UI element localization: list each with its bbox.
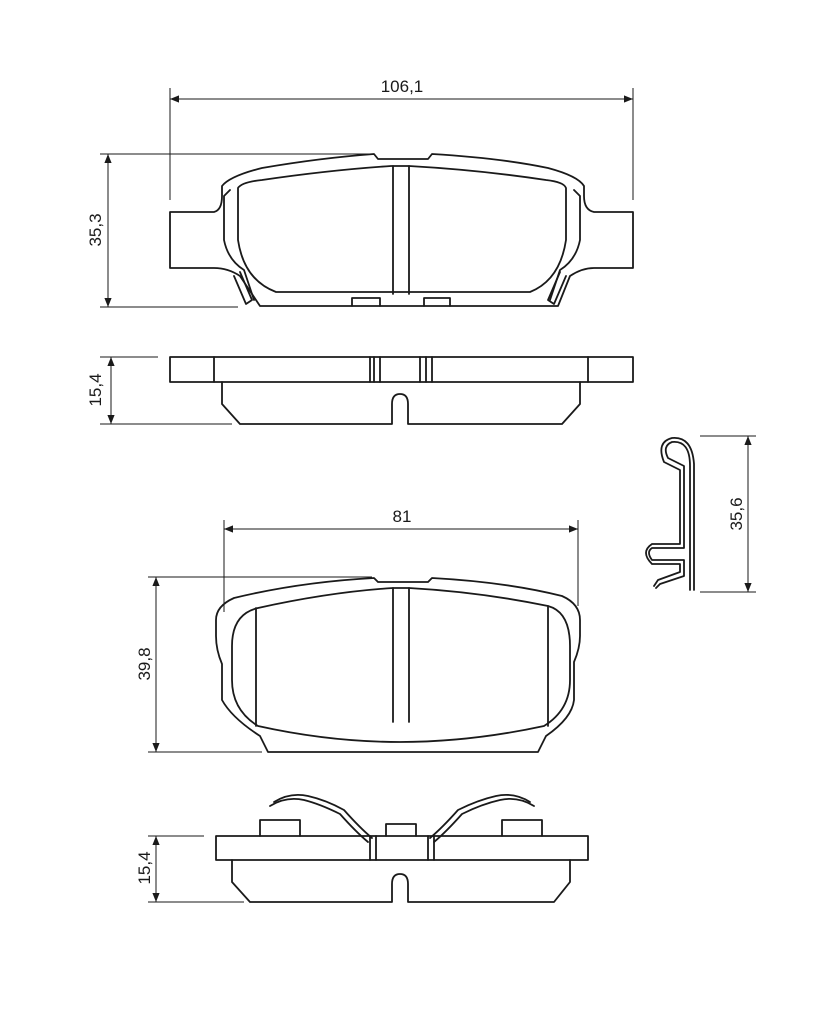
pad2-height-dimension: 39,8 xyxy=(135,576,372,753)
pad2-width-label: 81 xyxy=(393,507,412,526)
pad2-side-view xyxy=(215,793,589,903)
pad1-thickness-label: 15,4 xyxy=(86,373,105,406)
retaining-clip xyxy=(645,437,695,591)
pad2-thickness-dimension: 15,4 xyxy=(135,835,244,903)
clip-height-dimension: 35,6 xyxy=(700,435,756,593)
pad1-front-view xyxy=(169,153,634,307)
pad2-thickness-label: 15,4 xyxy=(135,851,154,884)
pad2-width-dimension: 81 xyxy=(223,507,579,612)
pad2-height-label: 39,8 xyxy=(135,647,154,680)
clip-height-label: 35,6 xyxy=(727,497,746,530)
pad1-thickness-dimension: 15,4 xyxy=(86,356,232,425)
pad1-height-dimension: 35,3 xyxy=(86,153,372,308)
pad1-height-label: 35,3 xyxy=(86,213,105,246)
pad2-front-view xyxy=(215,577,581,753)
pad1-side-view xyxy=(169,356,634,425)
pad1-width-label: 106,1 xyxy=(381,77,424,96)
pad1-width-dimension: 106,1 xyxy=(169,77,634,200)
